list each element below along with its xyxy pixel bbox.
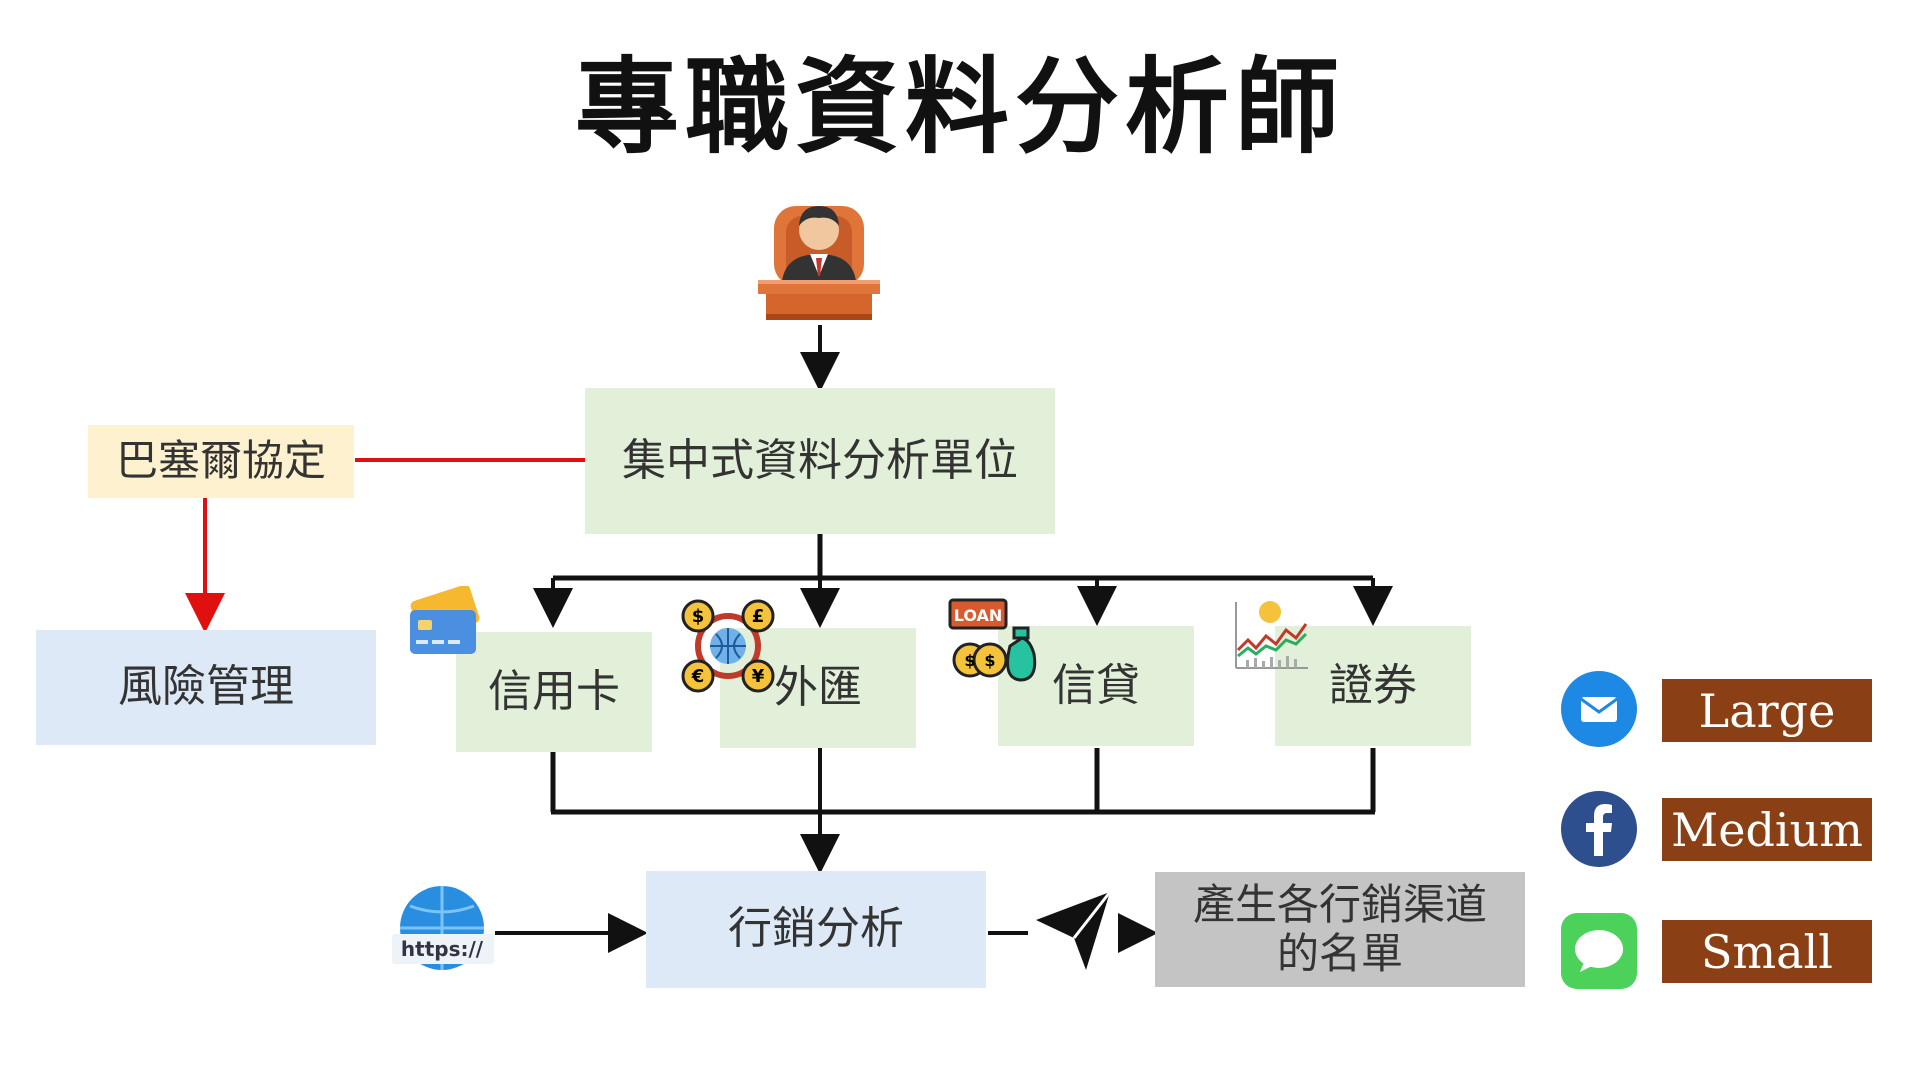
- channel-list-output-box: 產生各行銷渠道 的名單: [1155, 872, 1525, 987]
- svg-text:$: $: [984, 651, 995, 670]
- svg-text:€: €: [691, 666, 705, 687]
- credit-card-box: 信用卡: [456, 632, 652, 752]
- small-button[interactable]: Small: [1662, 920, 1872, 983]
- central-analysis-unit-box: 集中式資料分析單位: [585, 388, 1055, 534]
- credit-card-icon: [410, 586, 480, 654]
- analyst-at-desk-icon: [758, 206, 880, 320]
- output-line-1: 產生各行銷渠道: [1192, 880, 1487, 930]
- stock-chart-icon: [1235, 601, 1308, 669]
- loan-sign-text: LOAN: [954, 606, 1003, 625]
- output-line-2: 的名單: [1276, 928, 1403, 978]
- currency-exchange-icon: $ £ € ¥: [681, 599, 775, 693]
- securities-box: 證券: [1275, 626, 1471, 746]
- large-button[interactable]: Large: [1662, 679, 1872, 742]
- https-label: https://: [401, 937, 484, 961]
- loan-money-bag-icon: LOAN $ $: [948, 598, 1037, 682]
- marketing-analysis-box: 行銷分析: [646, 871, 986, 988]
- paper-plane-icon: [1036, 891, 1112, 970]
- medium-button[interactable]: Medium: [1662, 798, 1872, 861]
- message-icon[interactable]: [1560, 912, 1638, 990]
- https-globe-icon: https://: [392, 886, 494, 970]
- forex-box: 外匯: [720, 628, 916, 748]
- facebook-icon[interactable]: [1560, 790, 1638, 868]
- mail-icon[interactable]: [1560, 670, 1638, 748]
- svg-text:¥: ¥: [752, 666, 765, 687]
- svg-text:$: $: [964, 651, 975, 670]
- loan-box: 信貸: [998, 626, 1194, 746]
- risk-management-box: 風險管理: [36, 630, 376, 745]
- svg-text:£: £: [752, 606, 765, 627]
- svg-text:$: $: [692, 606, 705, 627]
- page-title: 專職資料分析師: [574, 46, 1345, 168]
- basel-accord-box: 巴塞爾協定: [88, 425, 354, 498]
